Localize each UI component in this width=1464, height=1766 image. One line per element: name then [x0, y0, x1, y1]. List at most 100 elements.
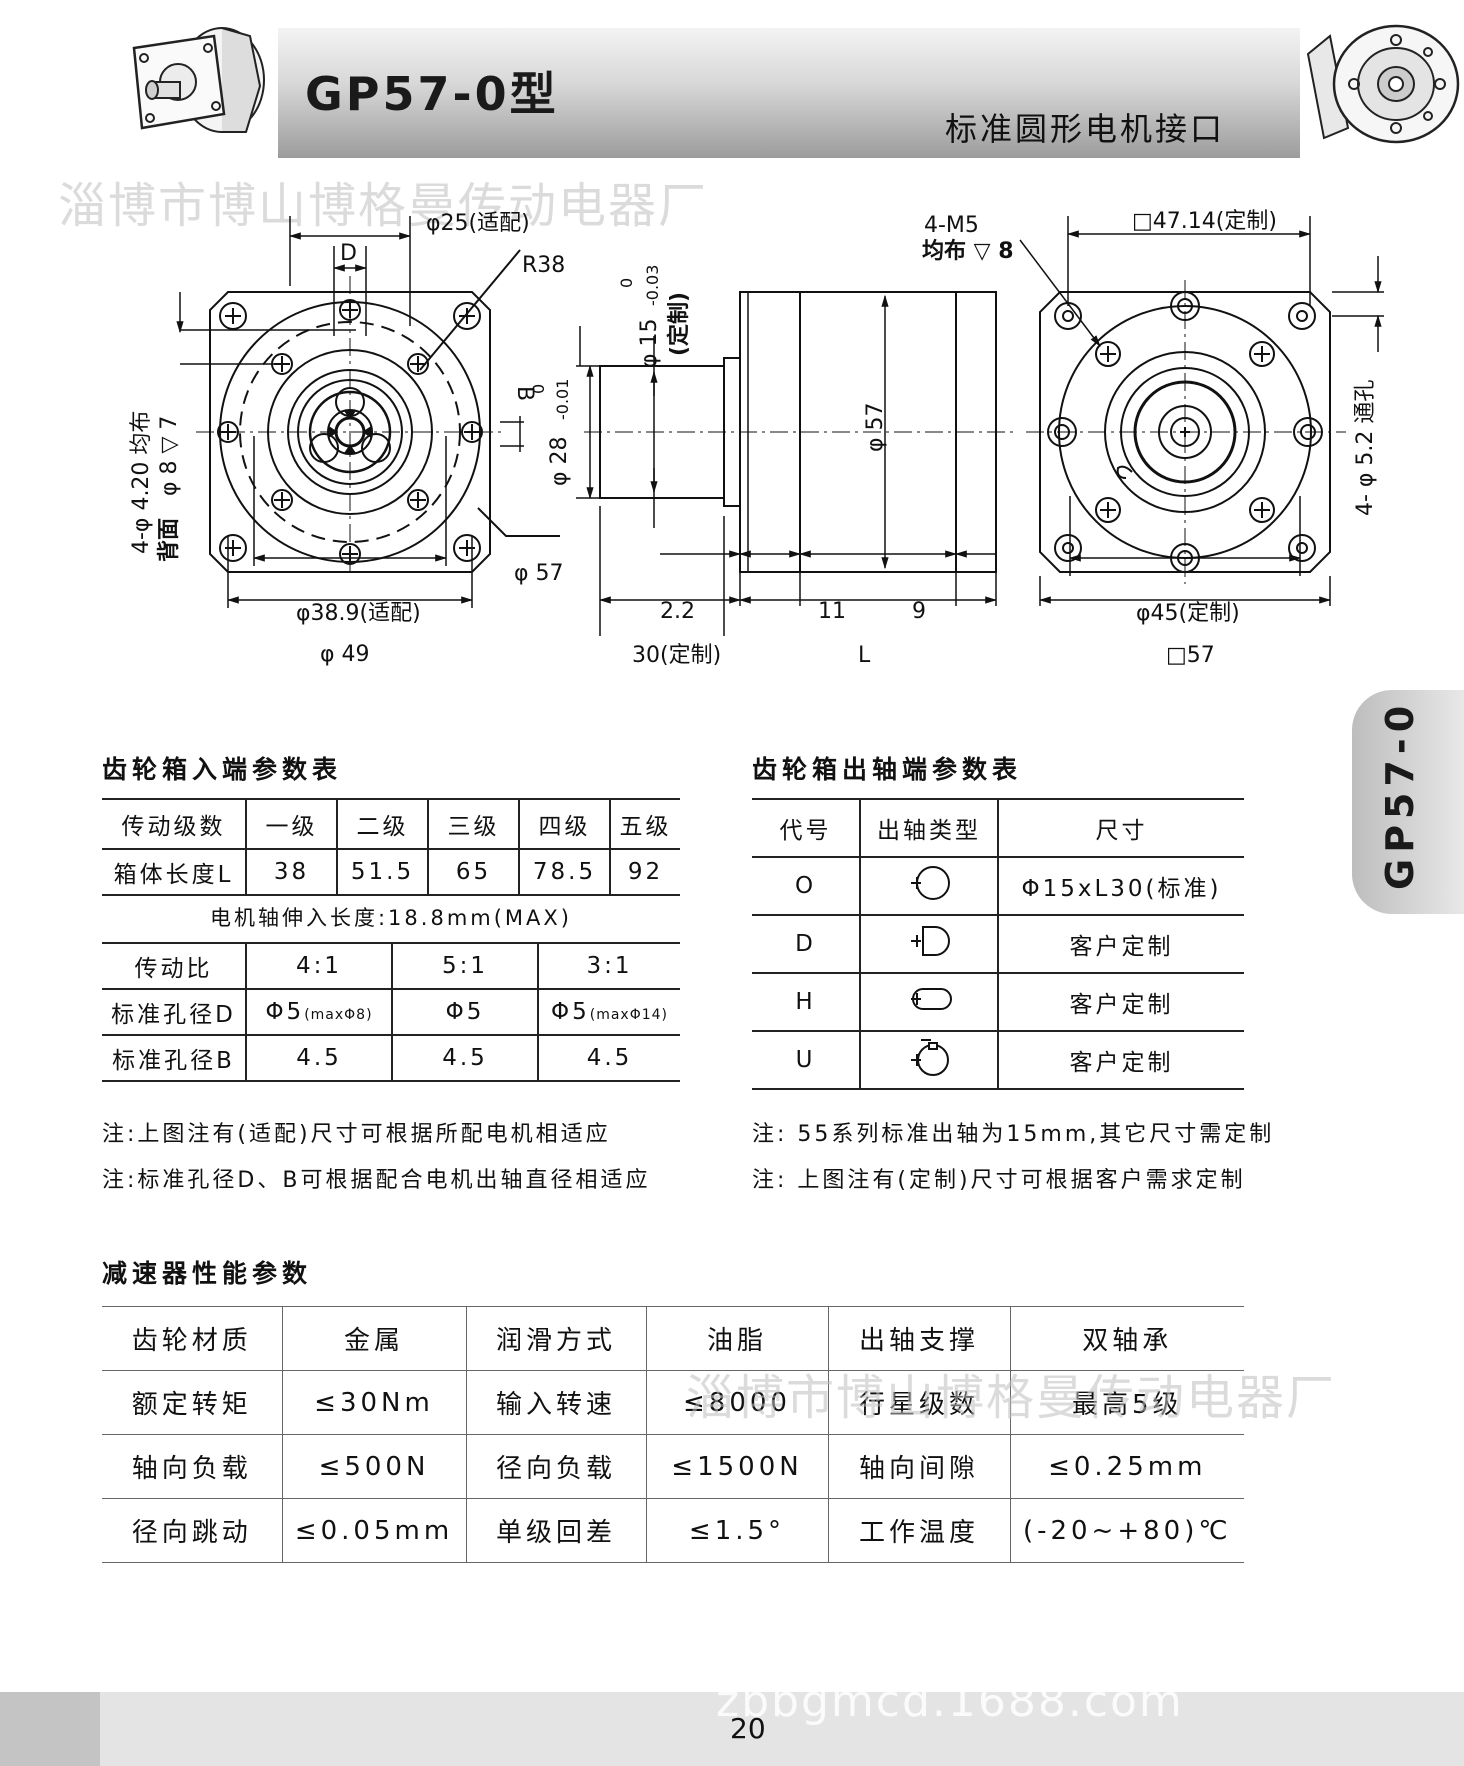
ratio-header: 传动比 — [102, 943, 247, 989]
perf-label: 出轴支撑 — [827, 1306, 1010, 1371]
boreB-cell: 4.5 — [245, 1035, 393, 1081]
note-right-1: 注: 55系列标准出轴为15mm,其它尺寸需定制 — [752, 1122, 1275, 1147]
dim-side-L: L — [858, 643, 871, 668]
watermark-top: 淄博市博山博格曼传动电器厂 — [58, 178, 709, 234]
perf-label: 输入转速 — [465, 1370, 646, 1435]
note-left-2: 注:标准孔径D、B可根据配合电机出轴直径相适应 — [102, 1168, 651, 1193]
output-code: H — [752, 973, 861, 1031]
dim-side-d15-note: (定制) — [666, 292, 692, 356]
performance-table: 齿轮材质 金属 润滑方式 油脂 出轴支撑 双轴承 额定转矩 ≤30Nm 输入转速… — [102, 1306, 1244, 1563]
output-size: 客户定制 — [997, 915, 1244, 973]
dim-rear-sq57: □57 — [1166, 643, 1215, 668]
perf-value: ≤0.25mm — [1009, 1434, 1244, 1499]
stage-cell: 三级 — [427, 799, 520, 849]
dim-side-d28-tol-upper: 0 — [529, 384, 548, 394]
stage-cell: 一级 — [245, 799, 338, 849]
footer-left-block — [0, 1692, 100, 1766]
dim-front-d25: φ25(适配) — [426, 211, 530, 236]
gearbox-product-icon-rear — [1306, 24, 1460, 144]
header-band — [278, 22, 1300, 158]
perf-value: ≤500N — [281, 1434, 466, 1499]
perf-label: 齿轮材质 — [131, 1326, 252, 1356]
ratio-cell: 3:1 — [537, 943, 680, 989]
stage-cell: 五级 — [609, 799, 680, 849]
boreD-main: Φ5 — [550, 999, 590, 1025]
note-right-2: 注: 上图注有(定制)尺寸可根据客户需求定制 — [752, 1168, 1246, 1193]
dim-front-d57: φ 57 — [514, 561, 564, 586]
dim-side-d28: φ 28 — [547, 437, 572, 487]
output-table-title: 齿轮箱出轴端参数表 — [752, 755, 1023, 784]
round-shaft-icon — [859, 857, 999, 915]
page-number: 20 — [730, 1712, 766, 1745]
dim-rear-m5: 4-M5 — [924, 213, 979, 238]
boreD-cell: Φ5(maxΦ8) — [245, 989, 393, 1035]
output-params-table: 代号 出轴类型 尺寸 O Φ15xL30(标准) D 客户定制 H 客户定制 U… — [752, 798, 1244, 1090]
boreD-cell: Φ5(maxΦ14) — [537, 989, 680, 1035]
watermark-bottom: zbbgmcd.1688.com — [716, 1676, 1184, 1727]
boreB-cell: 4.5 — [537, 1035, 680, 1081]
boreD-main: Φ5 — [265, 999, 305, 1025]
output-size: 客户定制 — [997, 1031, 1244, 1089]
perf-value: ≤8000 — [645, 1370, 828, 1435]
output-code: O — [752, 857, 861, 915]
perf-label: 行星级数 — [827, 1370, 1010, 1435]
dim-front-holes: 4-φ 4.20 均布 — [129, 411, 154, 554]
rear-view — [1019, 216, 1384, 606]
dim-front-R38: R38 — [522, 253, 565, 278]
boreB-cell: 4.5 — [391, 1035, 539, 1081]
perf-label: 工作温度 — [827, 1498, 1010, 1563]
ratio-cell: 5:1 — [391, 943, 539, 989]
dim-front-d38-9: φ38.9(适配) — [296, 601, 421, 626]
stage-cell: 二级 — [336, 799, 429, 849]
dim-rear-m5-depth: 均布 ▽ 8 — [922, 238, 1014, 264]
dim-front-holes-depth: φ 8 ▽ 7 — [157, 416, 182, 496]
keyway-shaft-icon — [859, 1031, 999, 1089]
output-header: 代号 — [752, 799, 861, 857]
boreD-sub: (maxΦ14) — [589, 1007, 668, 1023]
dim-rear-d45: φ45(定制) — [1136, 601, 1240, 626]
perf-value: ≤1500N — [645, 1434, 828, 1499]
model-subtitle: 标准圆形电机接口 — [945, 110, 1226, 148]
output-header: 出轴类型 — [859, 799, 999, 857]
perf-label: 径向跳动 — [131, 1518, 252, 1548]
stage-cell: 四级 — [518, 799, 611, 849]
dim-side-9: 9 — [912, 599, 926, 624]
length-cell: 65 — [427, 849, 520, 895]
shaft-note: 电机轴伸入长度:18.8mm(MAX) — [209, 906, 572, 930]
perf-label: 润滑方式 — [465, 1306, 646, 1371]
dim-side-d57: φ 57 — [863, 403, 888, 453]
watermark-middle: 淄博市博山博格曼传动电器厂 — [686, 1370, 1337, 1426]
perf-label: 单级回差 — [465, 1498, 646, 1563]
dim-side-d28-tol-lower: -0.01 — [553, 379, 572, 420]
dim-front-d49: φ 49 — [320, 642, 370, 667]
output-size: Φ15xL30(标准) — [997, 857, 1244, 915]
ratio-cell: 4:1 — [245, 943, 393, 989]
side-tab — [1352, 690, 1464, 914]
boreD-cell: Φ5 — [391, 989, 539, 1035]
perf-label: 轴向负载 — [131, 1454, 252, 1484]
stage-header: 传动级数 — [102, 799, 247, 849]
length-cell: 38 — [245, 849, 338, 895]
dim-front-D: D — [340, 241, 357, 266]
boreD-header: 标准孔径D — [102, 989, 247, 1035]
dim-front-back: 背面 — [157, 518, 182, 562]
length-cell: 78.5 — [518, 849, 611, 895]
dim-side-11: 11 — [818, 599, 846, 624]
input-table-title: 齿轮箱入端参数表 — [102, 755, 343, 784]
output-size: 客户定制 — [997, 973, 1244, 1031]
dim-side-30: 30(定制) — [632, 643, 721, 668]
dim-front-B: B — [512, 386, 537, 401]
perf-value: 双轴承 — [1009, 1306, 1244, 1371]
perf-value: 最高5级 — [1009, 1370, 1244, 1435]
input-ratio-table: 传动比 4:1 5:1 3:1 标准孔径D Φ5(maxΦ8) Φ5 Φ5(ma… — [102, 942, 680, 1082]
perf-value: ≤0.05mm — [281, 1498, 466, 1563]
dim-rear-holes: 4- φ 5.2 通孔 — [1353, 380, 1378, 516]
boreB-header: 标准孔径B — [102, 1035, 247, 1081]
length-cell: 92 — [609, 849, 680, 895]
perf-label: 额定转矩 — [131, 1390, 252, 1420]
perf-label: 轴向间隙 — [827, 1434, 1010, 1499]
d-cut-shaft-icon — [859, 915, 999, 973]
footer-band — [100, 1692, 1464, 1766]
gearbox-product-icon-front — [132, 27, 265, 133]
output-code: U — [752, 1031, 861, 1089]
